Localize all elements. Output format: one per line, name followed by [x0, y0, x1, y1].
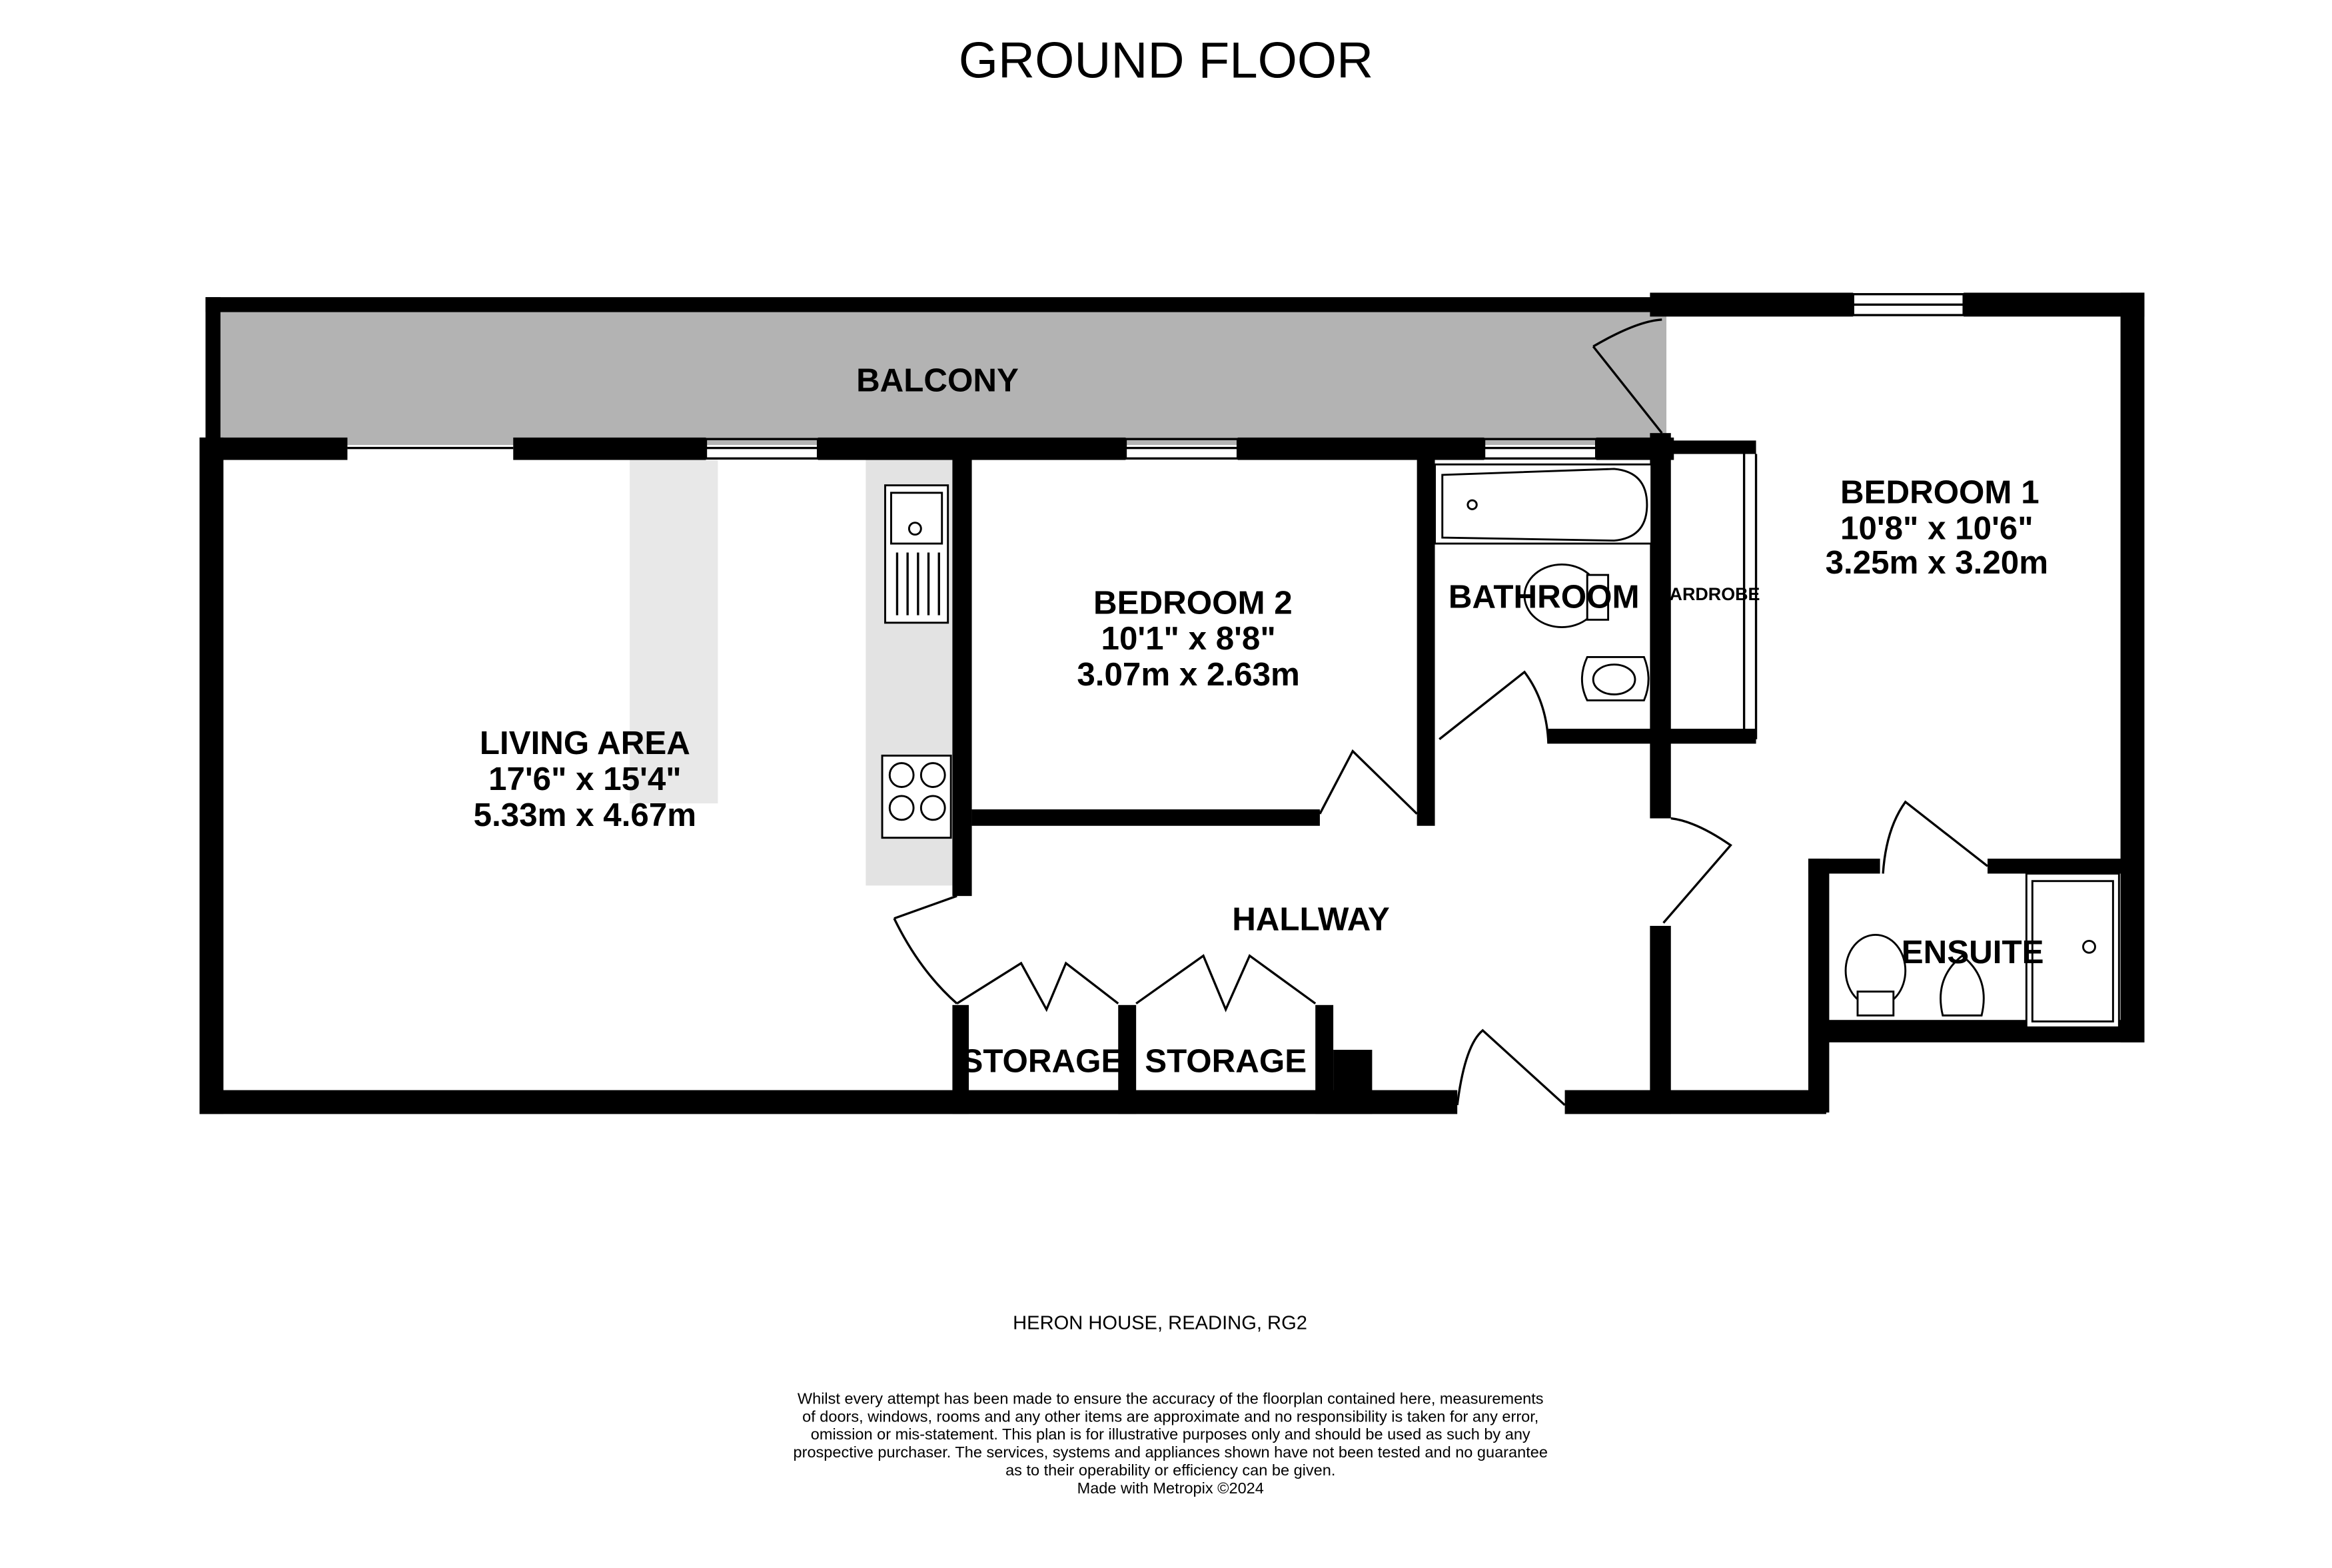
shower-icon: [2025, 873, 2120, 1028]
bedroom1-imperial: 10'8" x 10'6": [1840, 510, 2034, 546]
breakfast-bar: [630, 460, 718, 804]
walls: [199, 292, 2145, 1114]
disclaimer-line: Whilst every attempt has been made to en…: [798, 1389, 1544, 1407]
ensuite-basin-icon: [1940, 954, 1985, 1016]
windows: [347, 292, 1965, 739]
address: HERON HOUSE, READING, RG2: [1013, 1312, 1307, 1334]
wardrobe-label: WARDROBE: [1654, 584, 1760, 604]
doors: [893, 318, 1989, 1106]
bath-icon: [1434, 463, 1653, 545]
living-area-imperial: 17'6" x 15'4": [488, 761, 682, 797]
hob-icon: [881, 754, 952, 839]
hallway-label: HALLWAY: [1232, 901, 1390, 938]
storage-1-label: STORAGE: [961, 1043, 1123, 1080]
balcony-label: BALCONY: [856, 362, 1019, 398]
toilet-icon: [1523, 563, 1610, 629]
bedroom2-label: BEDROOM 2: [1093, 584, 1293, 621]
bathroom-label: BATHROOM: [1449, 578, 1640, 615]
plan-title: GROUND FLOOR: [959, 33, 1373, 89]
storage-2-label: STORAGE: [1145, 1043, 1307, 1080]
balcony-area: [210, 304, 1667, 446]
living-area-metric: 5.33m x 4.67m: [474, 797, 696, 833]
disclaimer-line: prospective purchaser. The services, sys…: [794, 1443, 1548, 1461]
disclaimer: Whilst every attempt has been made to en…: [794, 1389, 1548, 1497]
bedroom1-metric: 3.25m x 3.20m: [1826, 544, 2048, 581]
living-area-label: LIVING AREA: [480, 725, 690, 761]
kitchen-sink-icon: [884, 484, 949, 624]
disclaimer-line: omission or mis-statement. This plan is …: [811, 1425, 1530, 1443]
disclaimer-line: as to their operability or efficiency ca…: [1005, 1461, 1335, 1479]
ensuite-toilet-icon: [1844, 933, 1907, 1016]
credit: Made with Metropix ©2024: [1077, 1479, 1264, 1497]
bedroom1-label: BEDROOM 1: [1840, 474, 2040, 511]
ensuite-label: ENSUITE: [1902, 934, 2044, 971]
bedroom2-imperial: 10'1" x 8'8": [1101, 620, 1276, 657]
disclaimer-line: of doors, windows, rooms and any other i…: [802, 1407, 1538, 1425]
basin-icon: [1581, 655, 1650, 701]
bedroom2-metric: 3.07m x 2.63m: [1077, 656, 1299, 693]
